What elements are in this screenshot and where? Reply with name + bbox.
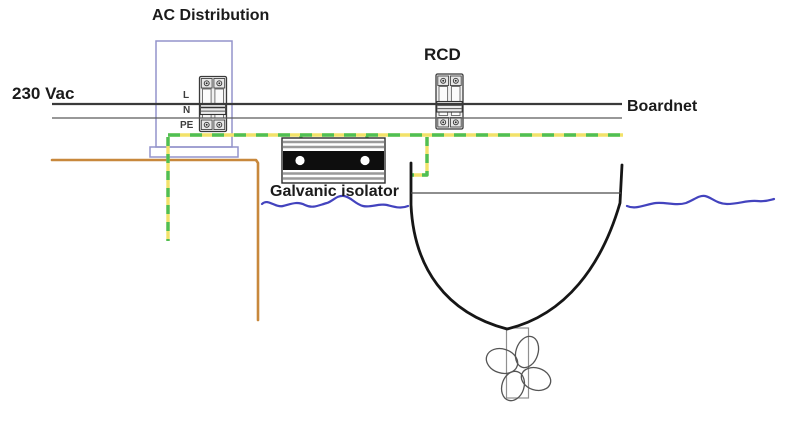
galvanic-isolator [281, 137, 386, 184]
ac-distribution-panel [149, 40, 239, 158]
pe-hull-bond [411, 137, 429, 177]
rcd-label: RCD [424, 45, 461, 64]
water-right [625, 194, 776, 209]
ground-wire [50, 158, 260, 322]
boardnet-label: Boardnet [627, 98, 698, 115]
rcd-breaker [435, 73, 464, 130]
wire-n-label: N [183, 105, 191, 116]
galvanic-isolator-label: Galvanic isolator [270, 183, 399, 200]
propeller [485, 335, 552, 402]
wire-pe-label: PE [180, 120, 194, 131]
water-left [260, 194, 410, 209]
source-voltage-label: 230 Vac [12, 84, 75, 103]
ac-distribution-label: AC Distribution [152, 7, 270, 24]
wire-l-label: L [183, 90, 190, 101]
boat-hull [409, 161, 624, 331]
